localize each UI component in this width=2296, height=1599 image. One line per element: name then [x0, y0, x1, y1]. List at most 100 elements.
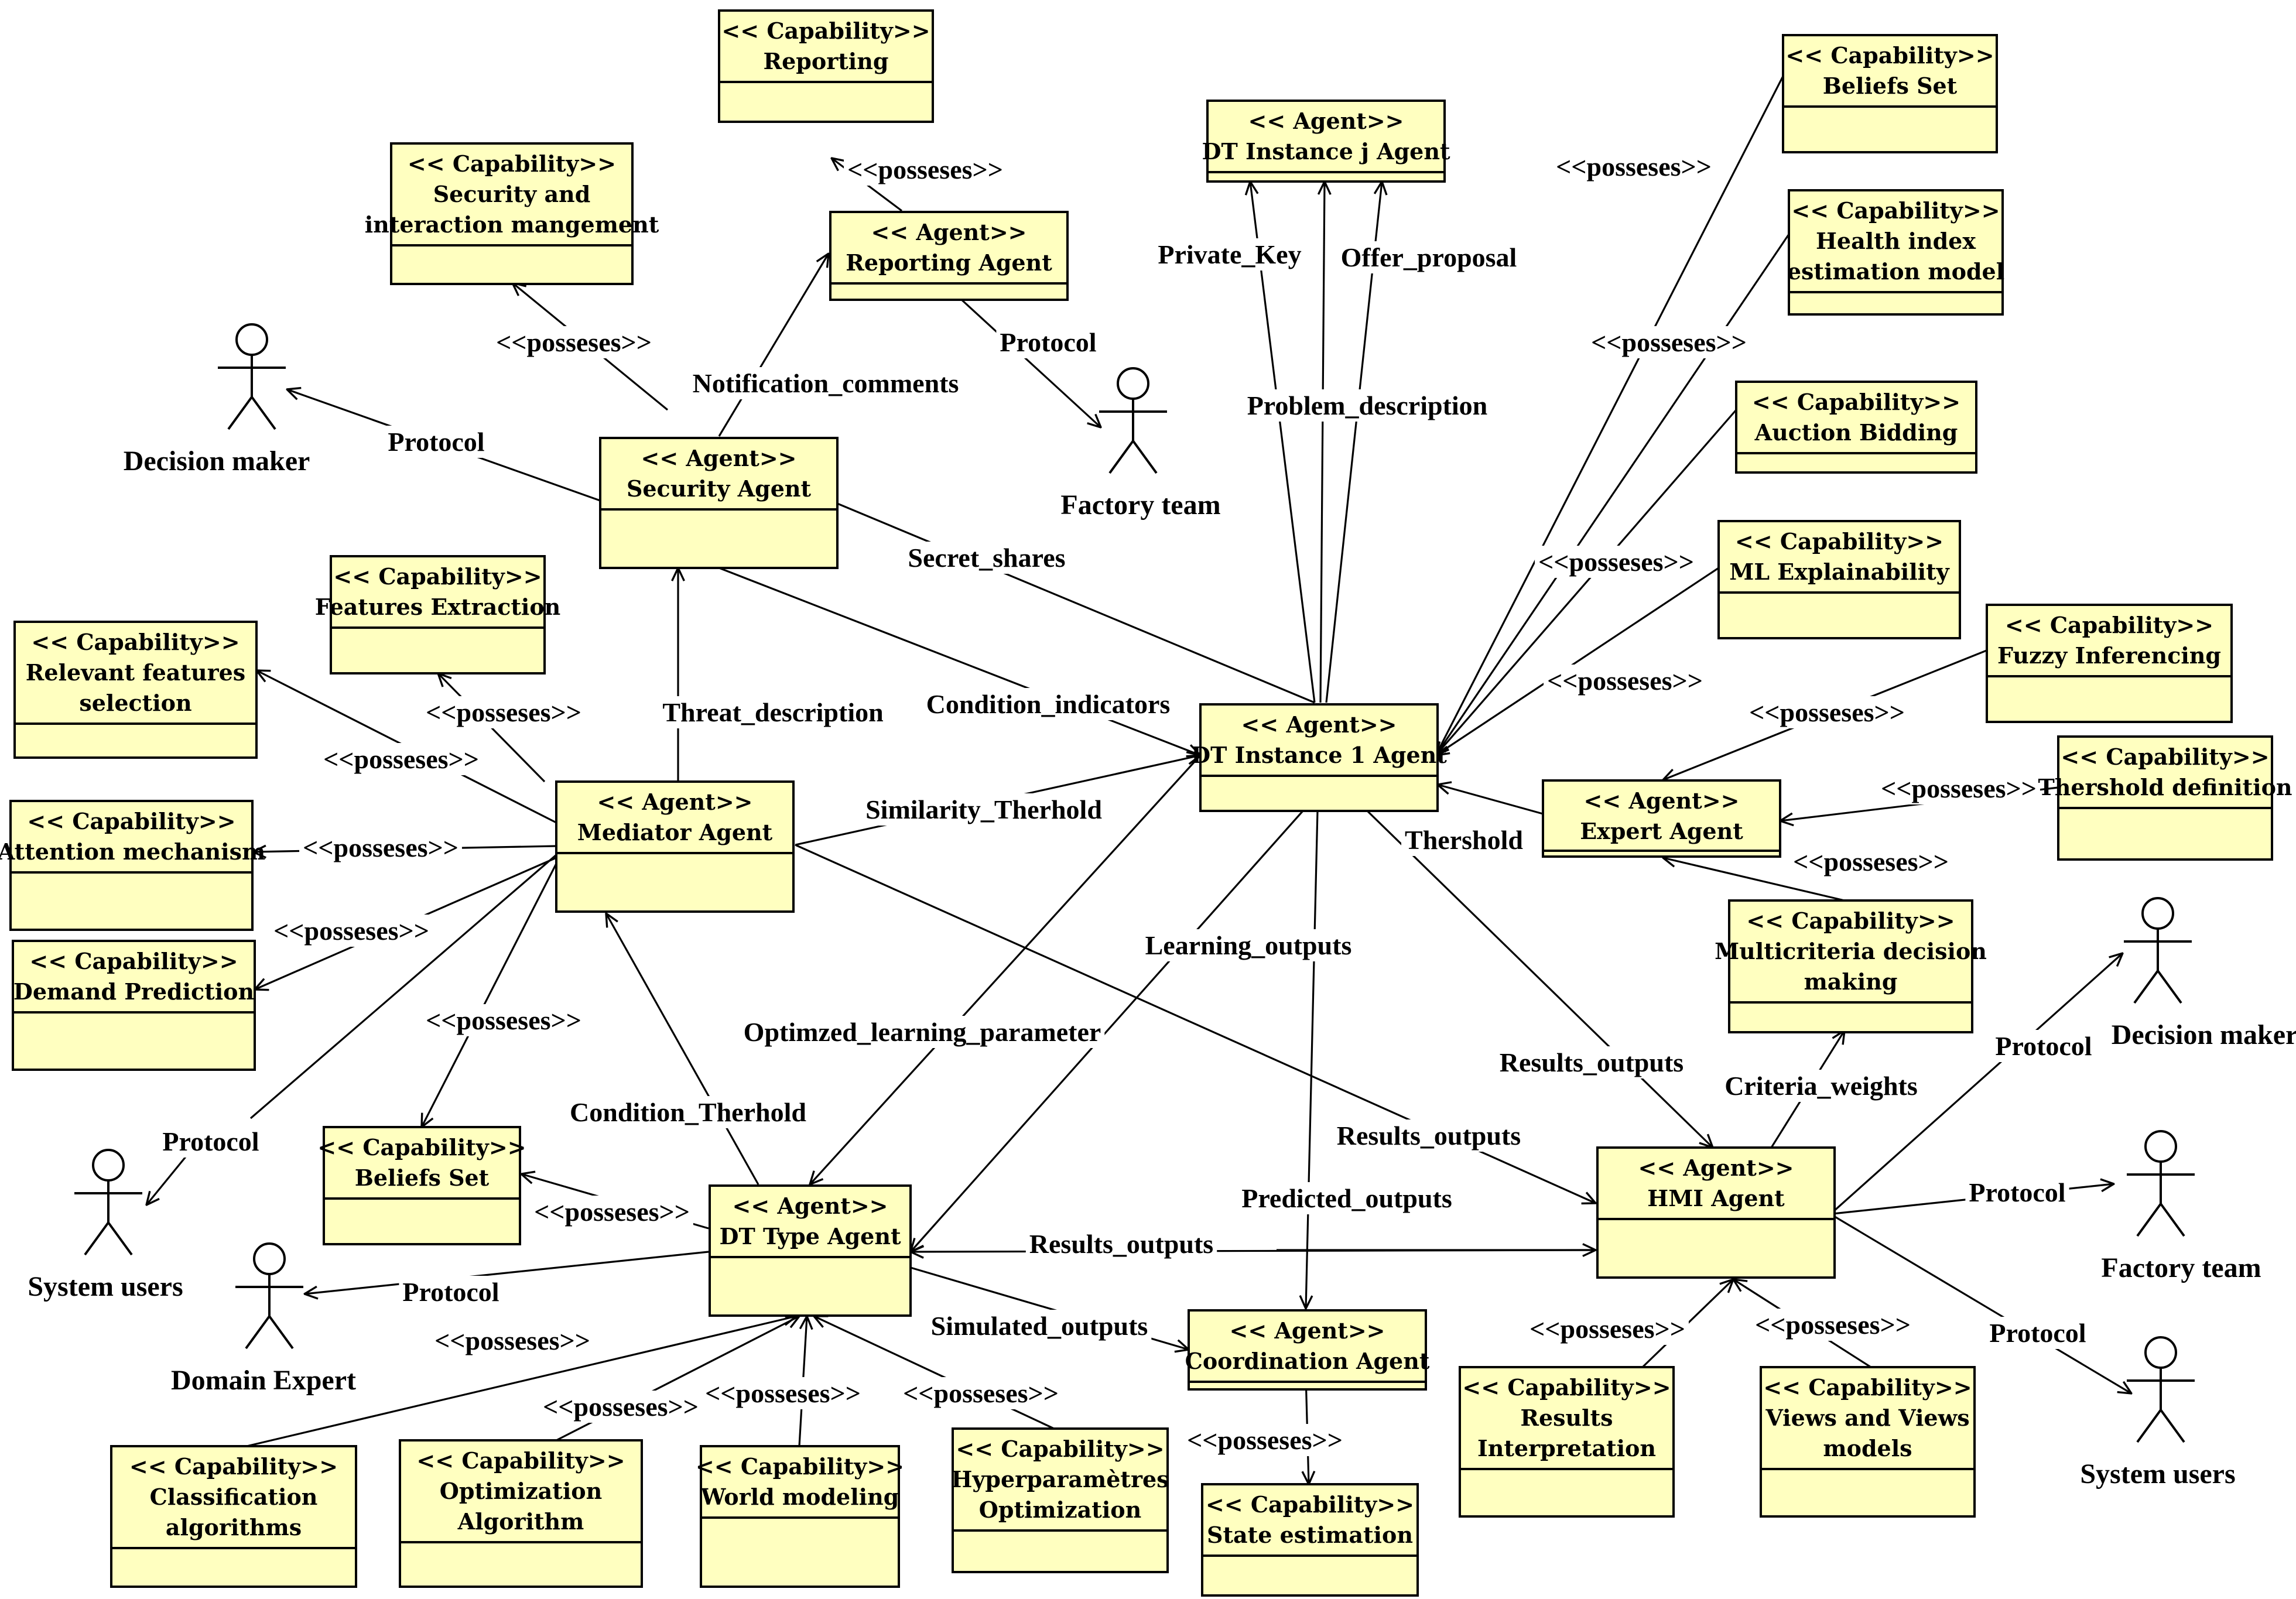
- box-expert-agent: << Agent>>Expert Agent: [1542, 779, 1781, 858]
- box-name: Demand Prediction: [13, 978, 254, 1005]
- actor-label: System users: [2080, 1458, 2235, 1490]
- box-fuzzy-inferencing-cap: << Capability>> Fuzzy Inferencing: [1986, 604, 2233, 723]
- box-rect: [1728, 899, 1973, 1033]
- edge-label-protocol-decision-left: Protocol: [388, 427, 484, 457]
- edge-condition-indicators: [718, 567, 1200, 755]
- edge-condition-therhold: [606, 913, 759, 1185]
- edge-label-threat-description: Threat_description: [662, 697, 883, 727]
- label-bg: [422, 696, 585, 728]
- box-rect: [829, 211, 1069, 301]
- edge-predicted: [1306, 810, 1319, 1309]
- label-bg: [1789, 845, 1952, 878]
- edge-label-problem-description: Problem_description: [1247, 391, 1488, 420]
- edge-label-protocol-decision-right: Protocol: [1995, 1031, 2092, 1061]
- label-bg: [1025, 1228, 1217, 1260]
- box-rect: [1201, 1483, 1419, 1597]
- box-name: HMI Agent: [1647, 1185, 1785, 1211]
- box-rect: [12, 940, 256, 1071]
- edge-multicriteria: [1663, 858, 1845, 902]
- actor-decision-maker-right: Decision maker: [2112, 897, 2296, 1050]
- box-stereotype: << Capability>>: [2005, 612, 2213, 638]
- box-reporting-cap: << Capability>>Reporting: [718, 9, 934, 123]
- box-name: Results: [1520, 1405, 1613, 1431]
- actor-head: [2144, 1336, 2177, 1369]
- edge-label-offer-proposal: Offer_proposal: [1341, 242, 1517, 272]
- label-bg: [899, 1377, 1062, 1409]
- actor-decision-maker-left: Decision maker: [124, 323, 310, 477]
- box-hmi-agent: << Agent>> HMI Agent: [1596, 1146, 1836, 1279]
- label-bg: [922, 688, 1174, 720]
- actor-leg-left: [84, 1221, 110, 1256]
- box-name: Attention mechanism: [0, 838, 265, 865]
- box-world-modeling-cap: << Capability>>World modeling: [696, 1445, 904, 1588]
- box-rect: [1199, 703, 1439, 812]
- actor-domain-expert: Domain Expert: [171, 1242, 356, 1396]
- edge-label-posseses-features-extraction: <<posseses>>: [426, 697, 581, 727]
- edge-label-results-outputs-instance: Results_outputs: [1500, 1047, 1683, 1077]
- label-bg: [422, 1004, 585, 1036]
- edge-label-posseses-reporting: <<posseses>>: [847, 155, 1003, 184]
- box-rect: [9, 800, 254, 931]
- edge-label-thershold: Thershold: [1405, 825, 1523, 855]
- box-rect: [599, 437, 839, 569]
- edge-label-posseses-state: <<posseses>>: [1187, 1425, 1343, 1455]
- actor-leg-left: [227, 396, 253, 430]
- box-rect: [399, 1439, 643, 1588]
- label-bg: [159, 1125, 263, 1158]
- box-attention-mechanism-cap: << Capability>>Attention mechanism: [0, 800, 265, 931]
- box-stereotype: << Agent>>: [1638, 1155, 1794, 1181]
- edge-protocol-factory-top: [959, 297, 1101, 427]
- label-bg: [1992, 1030, 2096, 1062]
- label-bg: [566, 1096, 810, 1128]
- actor-leg-right: [2157, 970, 2182, 1004]
- edge-label-posseses-views: <<posseses>>: [1755, 1310, 1911, 1340]
- edge-label-posseses-world: <<posseses>>: [705, 1378, 861, 1408]
- box-stereotype: << Agent>>: [597, 789, 753, 815]
- edge-protocol-system-users-left: [249, 854, 557, 1119]
- actor-system-users-right: System users: [2080, 1336, 2236, 1490]
- edge-label-notification-comments: Notification_comments: [693, 368, 959, 398]
- box-stereotype: << Capability>>: [2061, 744, 2269, 770]
- box-rect: [1717, 520, 1961, 639]
- box-rect: [952, 1427, 1169, 1573]
- edge-label-posseses-beliefs-left-dttype: <<posseses>>: [534, 1197, 690, 1227]
- box-stereotype: << Agent>>: [733, 1193, 888, 1219]
- actor-head: [2141, 897, 2174, 930]
- edge-label-protocol-factory-right: Protocol: [1969, 1177, 2065, 1207]
- actor-label: Domain Expert: [171, 1365, 356, 1396]
- box-name: Views and Views: [1765, 1405, 1969, 1431]
- box-name: Beliefs Set: [355, 1165, 490, 1191]
- box-name: Optimization: [979, 1497, 1141, 1523]
- box-name: Security Agent: [627, 475, 812, 502]
- box-rect: [718, 9, 934, 123]
- edge-label-condition-therhold: Condition_Therhold: [570, 1097, 806, 1127]
- box-state-estimation-cap: << Capability>>State estimation: [1201, 1483, 1419, 1597]
- box-name: Fuzzy Inferencing: [1997, 642, 2221, 669]
- box-name: Algorithm: [457, 1508, 584, 1535]
- label-bg: [1986, 1317, 2090, 1349]
- actor-leg-right: [251, 396, 276, 430]
- label-bg: [531, 1196, 693, 1228]
- edge-label-posseses-fuzzy: <<posseses>>: [1749, 697, 1905, 727]
- box-name: selection: [79, 690, 191, 716]
- box-name: DT Instance j Agent: [1202, 138, 1450, 165]
- actor-label: Factory team: [2101, 1252, 2261, 1283]
- box-stereotype: << Agent>>: [871, 219, 1027, 245]
- actor-factory-team-top: Factory team: [1060, 367, 1221, 521]
- label-bg: [1141, 929, 1356, 961]
- box-name: algorithms: [166, 1514, 302, 1540]
- box-demand-prediction-cap: << Capability>>Demand Prediction: [12, 940, 256, 1071]
- box-rect: [1760, 1366, 1976, 1518]
- actor-leg-left: [2133, 970, 2159, 1004]
- box-rect: [709, 1184, 912, 1317]
- box-stereotype: << Agent>>: [641, 445, 797, 471]
- actor-leg-left: [2136, 1203, 2162, 1237]
- box-beliefs-set-cap-right: << Capability>>Beliefs Set: [1782, 34, 1998, 153]
- edge-label-posseses-health: <<posseses>>: [1591, 327, 1747, 357]
- label-bg: [539, 1391, 702, 1423]
